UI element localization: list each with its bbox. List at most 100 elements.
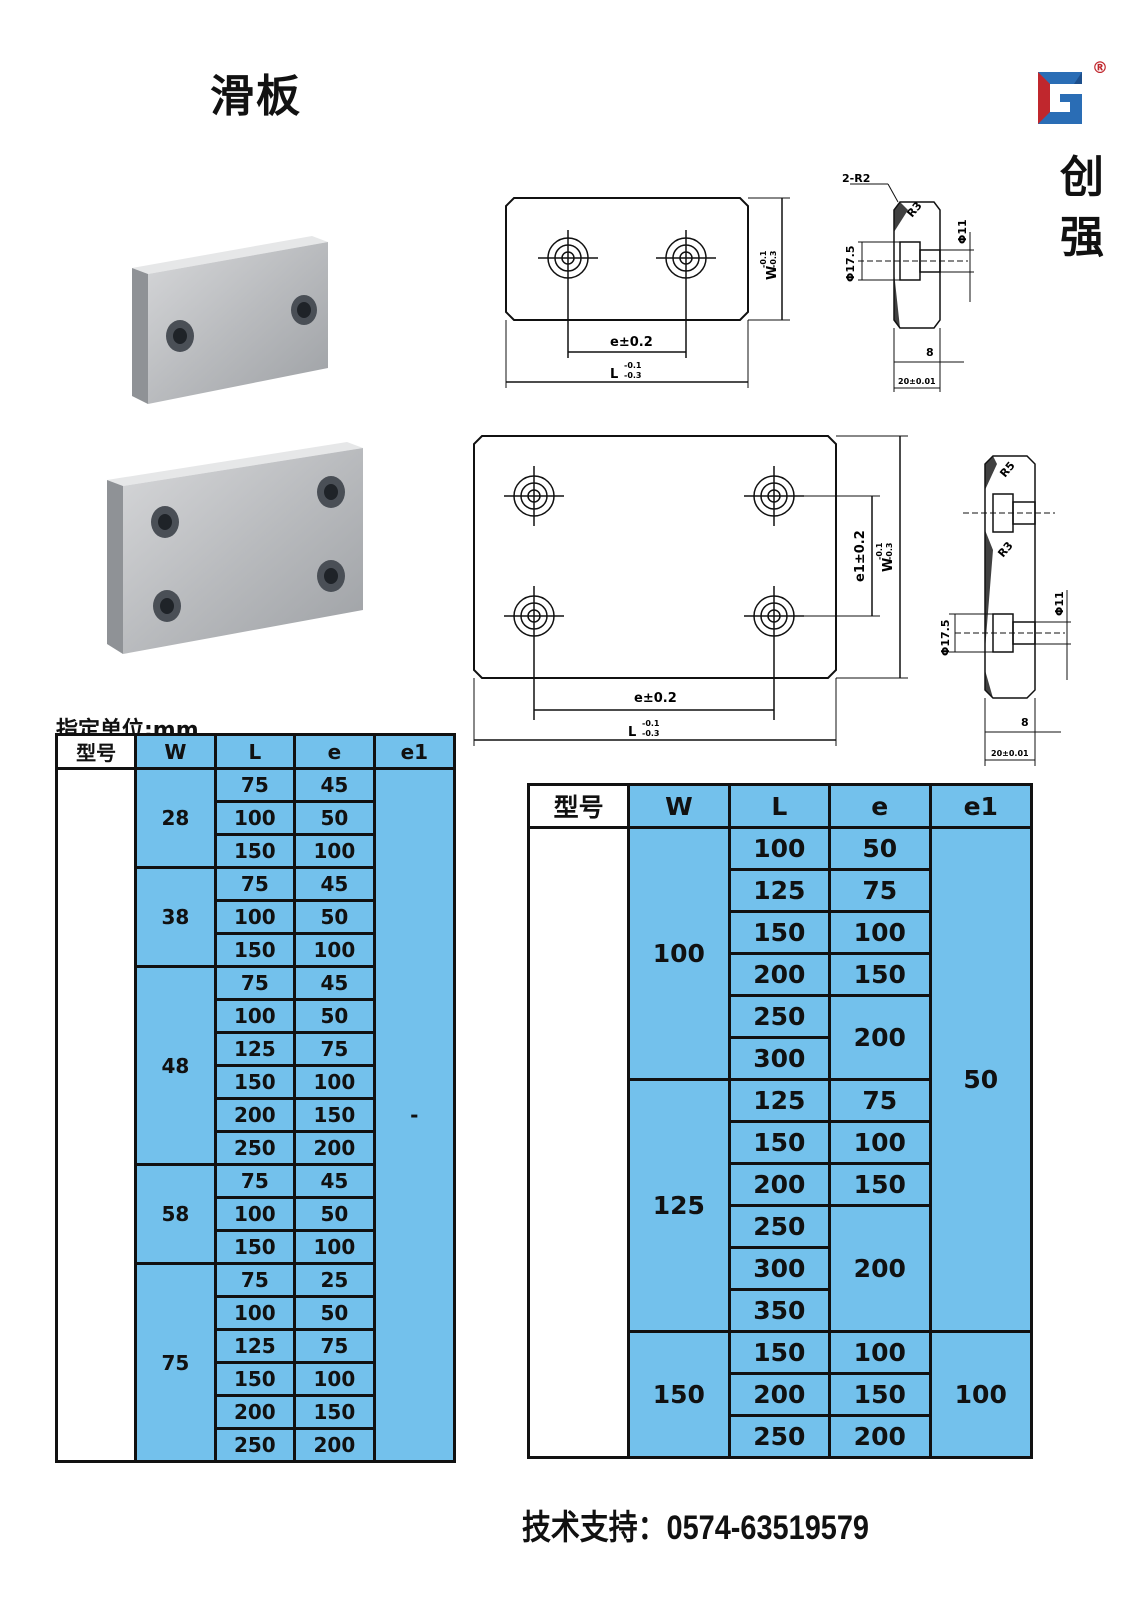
cell-w: 28 — [134, 767, 217, 869]
header-e: e — [293, 733, 376, 770]
support-phone: 技术支持：0574-63519579 — [522, 1509, 869, 1547]
brand-logo: ® — [1030, 58, 1108, 132]
cell-w: 75 — [134, 1262, 217, 1463]
cell-e1: - — [372, 767, 457, 1463]
table-row: 350 — [529, 1288, 1032, 1333]
table-row: 28 75 45 - — [54, 767, 457, 1463]
table-header-row: 型号 W L e e1 — [526, 783, 1033, 829]
product-photo-four-hole — [107, 442, 363, 654]
header-w: W — [627, 783, 731, 829]
svg-text:Φ11: Φ11 — [956, 219, 969, 244]
dim-e: e±0.2 — [634, 691, 677, 706]
product-photo-two-hole — [132, 236, 328, 404]
drawing-top-plan: e±0.2 L -0.1 -0.3 W -0.1 -0.3 — [505, 197, 790, 388]
header-l: L — [727, 783, 832, 829]
svg-text:-0.3: -0.3 — [769, 251, 778, 269]
cell-e1: 50 — [928, 826, 1033, 1333]
drawing-bottom-plan: e±0.2 L -0.1 -0.3 e1±0.2 W -0.1 -0.3 — [473, 435, 908, 746]
cell-e1: 100 — [928, 1330, 1033, 1459]
svg-text:-0.1: -0.1 — [875, 542, 884, 560]
svg-text:-0.3: -0.3 — [885, 543, 894, 561]
dim-e1: e1±0.2 — [853, 530, 868, 582]
svg-text:20±0.01: 20±0.01 — [991, 749, 1029, 758]
hole-symbol — [744, 586, 804, 720]
cell-w: 100 — [627, 826, 731, 1081]
header-l: L — [213, 733, 297, 770]
svg-text:8: 8 — [926, 346, 934, 359]
cell-w: 125 — [627, 1078, 731, 1333]
dim-e: e±0.2 — [610, 335, 653, 350]
hole-symbol — [538, 230, 598, 358]
hole-symbol — [656, 230, 716, 358]
drawing-top-side: 2-R2 8 20±0.01 R3 Φ11 Φ17.5 — [842, 172, 974, 392]
table-row: 100 100 50 50 — [526, 826, 1033, 1459]
svg-text:2-R2: 2-R2 — [842, 172, 870, 185]
cell-w: 38 — [134, 866, 217, 968]
header-e1: e1 — [372, 733, 457, 770]
hole-symbol — [744, 466, 804, 526]
svg-text:-0.1: -0.1 — [624, 361, 642, 370]
model-cell — [526, 826, 631, 1459]
cell-l: 75 — [213, 767, 297, 803]
svg-text:-0.3: -0.3 — [642, 729, 660, 738]
table-header-row: 型号 W L e e1 — [54, 733, 457, 770]
cell-e: 45 — [293, 767, 376, 803]
header-w: W — [134, 733, 217, 770]
header-model: 型号 — [526, 783, 631, 829]
header-model: 型号 — [54, 733, 138, 770]
svg-text:Φ11: Φ11 — [1053, 591, 1066, 616]
header-e1: e1 — [928, 783, 1033, 829]
svg-text:-0.3: -0.3 — [624, 371, 642, 380]
model-cell — [54, 767, 138, 1463]
hole-symbol — [504, 586, 564, 720]
table-row: 300 — [529, 1246, 1032, 1291]
registered-mark: ® — [1092, 58, 1108, 77]
hole-symbol — [504, 466, 564, 526]
svg-text:-0.1: -0.1 — [759, 250, 768, 268]
table-row: 300 — [529, 1036, 1032, 1081]
svg-text:8: 8 — [1021, 716, 1029, 729]
dim-w: W — [765, 266, 780, 280]
dim-l: L — [610, 367, 618, 382]
page-title: 滑板 — [210, 71, 302, 122]
cell-w: 48 — [134, 965, 217, 1166]
cell-w: 150 — [627, 1330, 731, 1459]
svg-text:-0.1: -0.1 — [642, 719, 660, 728]
svg-text:R5: R5 — [997, 459, 1017, 480]
svg-text:R3: R3 — [995, 539, 1015, 560]
svg-text:20±0.01: 20±0.01 — [898, 377, 936, 386]
header-e: e — [828, 783, 932, 829]
brand-name: 创强 — [1060, 152, 1104, 263]
cell-w: 58 — [134, 1163, 217, 1265]
